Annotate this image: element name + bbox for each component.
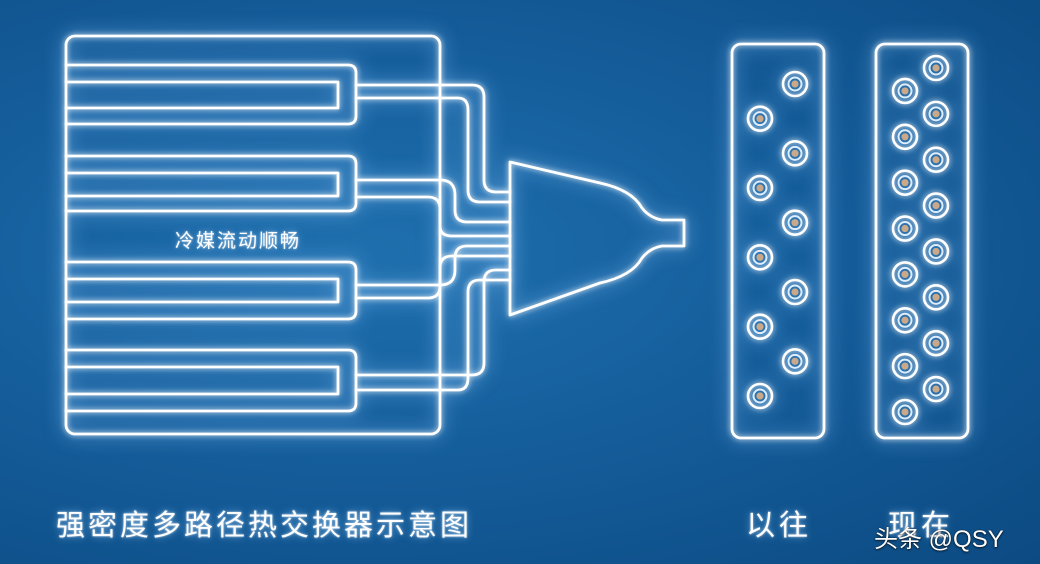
now-tube-4	[891, 123, 919, 151]
now-tube-14	[891, 352, 919, 380]
before-tube-1	[781, 70, 809, 98]
before-tube-7	[781, 278, 809, 306]
now-tube-3	[922, 100, 950, 128]
before-tube-8	[746, 313, 774, 340]
before-tube-4	[746, 174, 774, 202]
now-tube-5	[922, 146, 950, 174]
now-tube-2	[891, 77, 919, 105]
tube-loop-2	[64, 154, 358, 213]
exchanger-outer-frame	[64, 34, 442, 436]
panel-before	[730, 42, 826, 440]
tube-loop-4	[64, 348, 358, 413]
panel-now-label: 现在	[888, 508, 955, 542]
watermark: 头条 @QSY	[874, 526, 1004, 553]
tubes-now-group	[891, 54, 950, 426]
now-tube-10	[891, 261, 919, 288]
now-tube-9	[922, 238, 950, 265]
before-tube-3	[781, 140, 809, 167]
diagram-caption: 强密度多路径热交换器示意图	[56, 508, 473, 542]
branch-pipes	[354, 83, 512, 392]
now-tube-1	[922, 54, 950, 82]
panel-before-label: 以往	[746, 508, 813, 542]
now-tube-8	[891, 215, 919, 242]
now-tube-6	[891, 169, 919, 196]
now-tube-15	[922, 375, 950, 403]
tubes-before-group	[746, 70, 809, 410]
distributor	[508, 160, 686, 317]
panel-now	[874, 42, 970, 440]
flow-label: 冷媒流动顺畅	[175, 230, 302, 252]
now-tube-13	[922, 329, 950, 357]
tube-loop-1	[64, 63, 358, 126]
now-tube-7	[922, 192, 950, 219]
before-tube-9	[781, 348, 809, 375]
before-tube-10	[746, 382, 774, 410]
tube-loop-3	[64, 260, 358, 321]
before-tube-5	[781, 209, 809, 236]
now-tube-11	[922, 284, 950, 311]
before-tube-6	[746, 244, 774, 271]
now-tube-16	[891, 398, 919, 426]
before-tube-2	[746, 105, 774, 132]
now-tube-12	[891, 306, 919, 334]
